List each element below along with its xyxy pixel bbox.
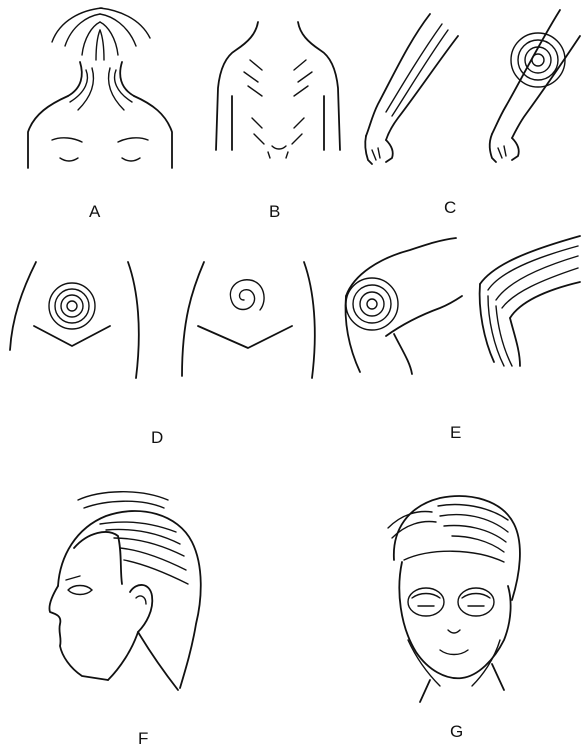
panel-b-figure bbox=[216, 22, 340, 158]
panel-g-figure bbox=[388, 496, 520, 702]
panel-f-figure bbox=[49, 492, 200, 690]
panel-e-figure bbox=[346, 236, 580, 374]
panel-label-c: C bbox=[444, 199, 456, 216]
panel-c-figure bbox=[365, 10, 580, 164]
panel-label-e: E bbox=[450, 424, 461, 441]
panel-d-figure bbox=[10, 262, 315, 378]
panel-label-a: A bbox=[89, 203, 100, 220]
panel-label-g: G bbox=[450, 723, 463, 740]
panel-label-f: F bbox=[138, 730, 148, 747]
panel-label-b: B bbox=[269, 203, 280, 220]
panel-label-d: D bbox=[151, 429, 163, 446]
panel-a-figure bbox=[28, 8, 172, 168]
